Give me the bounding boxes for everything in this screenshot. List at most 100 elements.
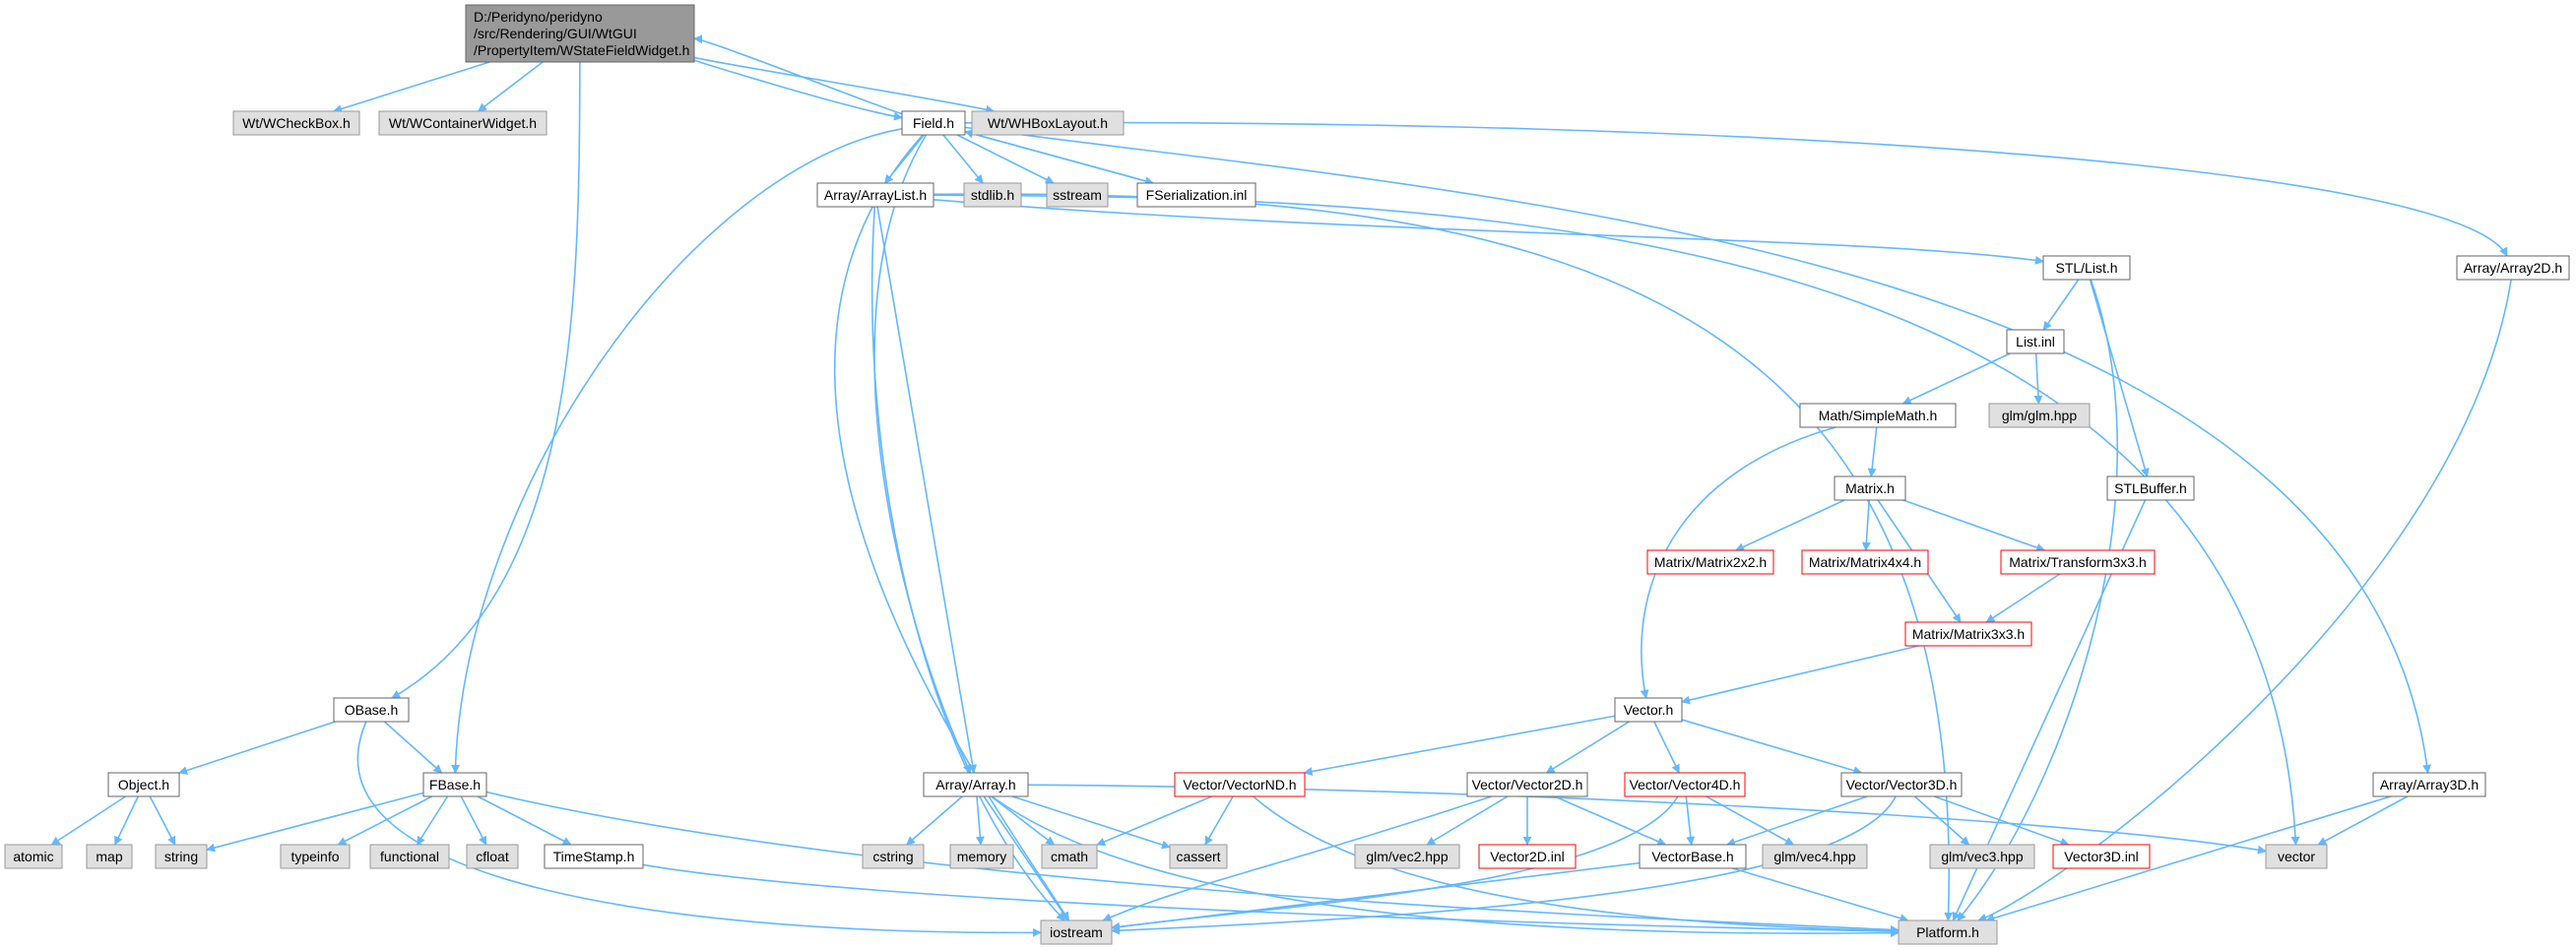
node-stlbuffer[interactable]: STLBuffer.h <box>2106 475 2195 501</box>
node-box-vecbase[interactable] <box>1639 844 1747 869</box>
node-sstream[interactable]: sstream <box>1046 182 1109 208</box>
node-root[interactable]: D:/Peridyno/peridyno/src/Rendering/GUI/W… <box>465 4 695 63</box>
node-box-mat4[interactable] <box>1801 549 1929 575</box>
node-vec2d[interactable]: Vector/Vector2D.h <box>1466 772 1588 797</box>
node-iostream[interactable]: iostream <box>1040 919 1113 945</box>
node-array[interactable]: Array/Array.h <box>923 772 1029 797</box>
node-box-cassert[interactable] <box>1169 844 1228 869</box>
node-box-vec4d[interactable] <box>1624 772 1746 797</box>
node-box-glmvec4[interactable] <box>1762 844 1868 869</box>
node-box-wcontainer[interactable] <box>378 110 547 136</box>
node-box-simplemath[interactable] <box>1799 403 1957 428</box>
node-box-cmath[interactable] <box>1041 844 1098 869</box>
node-box-vec2d[interactable] <box>1466 772 1588 797</box>
node-mat3[interactable]: Matrix/Matrix3x3.h <box>1904 621 2032 647</box>
node-wcontainer[interactable]: Wt/WContainerWidget.h <box>378 110 547 136</box>
node-box-array2d[interactable] <box>2456 255 2570 281</box>
node-box-stllist[interactable] <box>2042 255 2131 281</box>
node-box-cstring[interactable] <box>862 844 925 869</box>
node-box-vecnd[interactable] <box>1174 772 1306 797</box>
node-box-sstream[interactable] <box>1046 182 1109 208</box>
node-box-matrix[interactable] <box>1834 475 1906 501</box>
node-box-glmvec2[interactable] <box>1354 844 1460 869</box>
node-platform[interactable]: Platform.h <box>1898 919 1998 945</box>
node-cstring[interactable]: cstring <box>862 844 925 869</box>
node-box-map[interactable] <box>86 844 133 869</box>
node-box-field[interactable] <box>901 110 966 136</box>
node-box-vec2inl[interactable] <box>1478 844 1577 869</box>
node-cassert[interactable]: cassert <box>1169 844 1228 869</box>
node-stllist[interactable]: STL/List.h <box>2042 255 2131 281</box>
node-fbase[interactable]: FBase.h <box>422 772 487 797</box>
node-box-vectorstd[interactable] <box>2265 844 2328 869</box>
node-box-array3d[interactable] <box>2372 772 2486 797</box>
node-mat2[interactable]: Matrix/Matrix2x2.h <box>1646 549 1774 575</box>
node-vec3inl[interactable]: Vector3D.inl <box>2052 844 2151 869</box>
node-glmglm[interactable]: glm/glm.hpp <box>1988 403 2091 428</box>
node-atomic[interactable]: atomic <box>4 844 63 869</box>
node-box-platform[interactable] <box>1898 919 1998 945</box>
node-object[interactable]: Object.h <box>107 772 180 797</box>
node-string[interactable]: string <box>155 844 208 869</box>
node-cmath[interactable]: cmath <box>1041 844 1098 869</box>
node-box-arraylist[interactable] <box>816 182 934 208</box>
node-arraylist[interactable]: Array/ArrayList.h <box>816 182 934 208</box>
node-box-stdlib[interactable] <box>963 182 1022 208</box>
node-box-obase[interactable] <box>333 697 410 723</box>
node-box-wcheckbox[interactable] <box>232 110 360 136</box>
node-wcheckbox[interactable]: Wt/WCheckBox.h <box>232 110 360 136</box>
node-box-typeinfo[interactable] <box>280 844 351 869</box>
node-simplemath[interactable]: Math/SimpleMath.h <box>1799 403 1957 428</box>
node-obase[interactable]: OBase.h <box>333 697 410 723</box>
node-memory[interactable]: memory <box>949 844 1014 869</box>
node-array2d[interactable]: Array/Array2D.h <box>2456 255 2570 281</box>
node-typeinfo[interactable]: typeinfo <box>280 844 351 869</box>
node-mat4[interactable]: Matrix/Matrix4x4.h <box>1801 549 1929 575</box>
node-field[interactable]: Field.h <box>901 110 966 136</box>
node-box-trans3[interactable] <box>2000 549 2156 575</box>
node-matrix[interactable]: Matrix.h <box>1834 475 1906 501</box>
node-box-fbase[interactable] <box>422 772 487 797</box>
node-box-vector[interactable] <box>1614 697 1683 723</box>
node-box-mat3[interactable] <box>1904 621 2032 647</box>
node-timestamp[interactable]: TimeStamp.h <box>544 844 644 869</box>
node-glmvec2[interactable]: glm/vec2.hpp <box>1354 844 1460 869</box>
node-glmvec3[interactable]: glm/vec3.hpp <box>1929 844 2035 869</box>
node-functional[interactable]: functional <box>369 844 450 869</box>
node-vecnd[interactable]: Vector/VectorND.h <box>1174 772 1306 797</box>
node-box-atomic[interactable] <box>4 844 63 869</box>
node-box-glmvec3[interactable] <box>1929 844 2035 869</box>
node-box-whbox[interactable] <box>971 110 1125 136</box>
node-box-iostream[interactable] <box>1040 919 1113 945</box>
node-box-array[interactable] <box>923 772 1029 797</box>
node-box-cfloat[interactable] <box>466 844 519 869</box>
node-box-vec3inl[interactable] <box>2052 844 2151 869</box>
node-box-root[interactable] <box>465 4 695 63</box>
node-array3d[interactable]: Array/Array3D.h <box>2372 772 2486 797</box>
node-map[interactable]: map <box>86 844 133 869</box>
node-box-glmglm[interactable] <box>1988 403 2091 428</box>
node-box-memory[interactable] <box>949 844 1014 869</box>
node-listinl[interactable]: List.inl <box>2006 329 2065 354</box>
node-fserial[interactable]: FSerialization.inl <box>1136 182 1256 208</box>
node-vectorstd[interactable]: vector <box>2265 844 2328 869</box>
node-trans3[interactable]: Matrix/Transform3x3.h <box>2000 549 2156 575</box>
node-cfloat[interactable]: cfloat <box>466 844 519 869</box>
node-stdlib[interactable]: stdlib.h <box>963 182 1022 208</box>
node-box-stlbuffer[interactable] <box>2106 475 2195 501</box>
node-box-listinl[interactable] <box>2006 329 2065 354</box>
node-glmvec4[interactable]: glm/vec4.hpp <box>1762 844 1868 869</box>
node-box-string[interactable] <box>155 844 208 869</box>
node-vec4d[interactable]: Vector/Vector4D.h <box>1624 772 1746 797</box>
node-box-object[interactable] <box>107 772 180 797</box>
node-vector[interactable]: Vector.h <box>1614 697 1683 723</box>
node-vec3d[interactable]: Vector/Vector3D.h <box>1840 772 1963 797</box>
node-box-mat2[interactable] <box>1646 549 1774 575</box>
node-vecbase[interactable]: VectorBase.h <box>1639 844 1747 869</box>
node-whbox[interactable]: Wt/WHBoxLayout.h <box>971 110 1125 136</box>
node-vec2inl[interactable]: Vector2D.inl <box>1478 844 1577 869</box>
node-box-functional[interactable] <box>369 844 450 869</box>
node-box-vec3d[interactable] <box>1840 772 1963 797</box>
node-box-timestamp[interactable] <box>544 844 644 869</box>
node-box-fserial[interactable] <box>1136 182 1256 208</box>
